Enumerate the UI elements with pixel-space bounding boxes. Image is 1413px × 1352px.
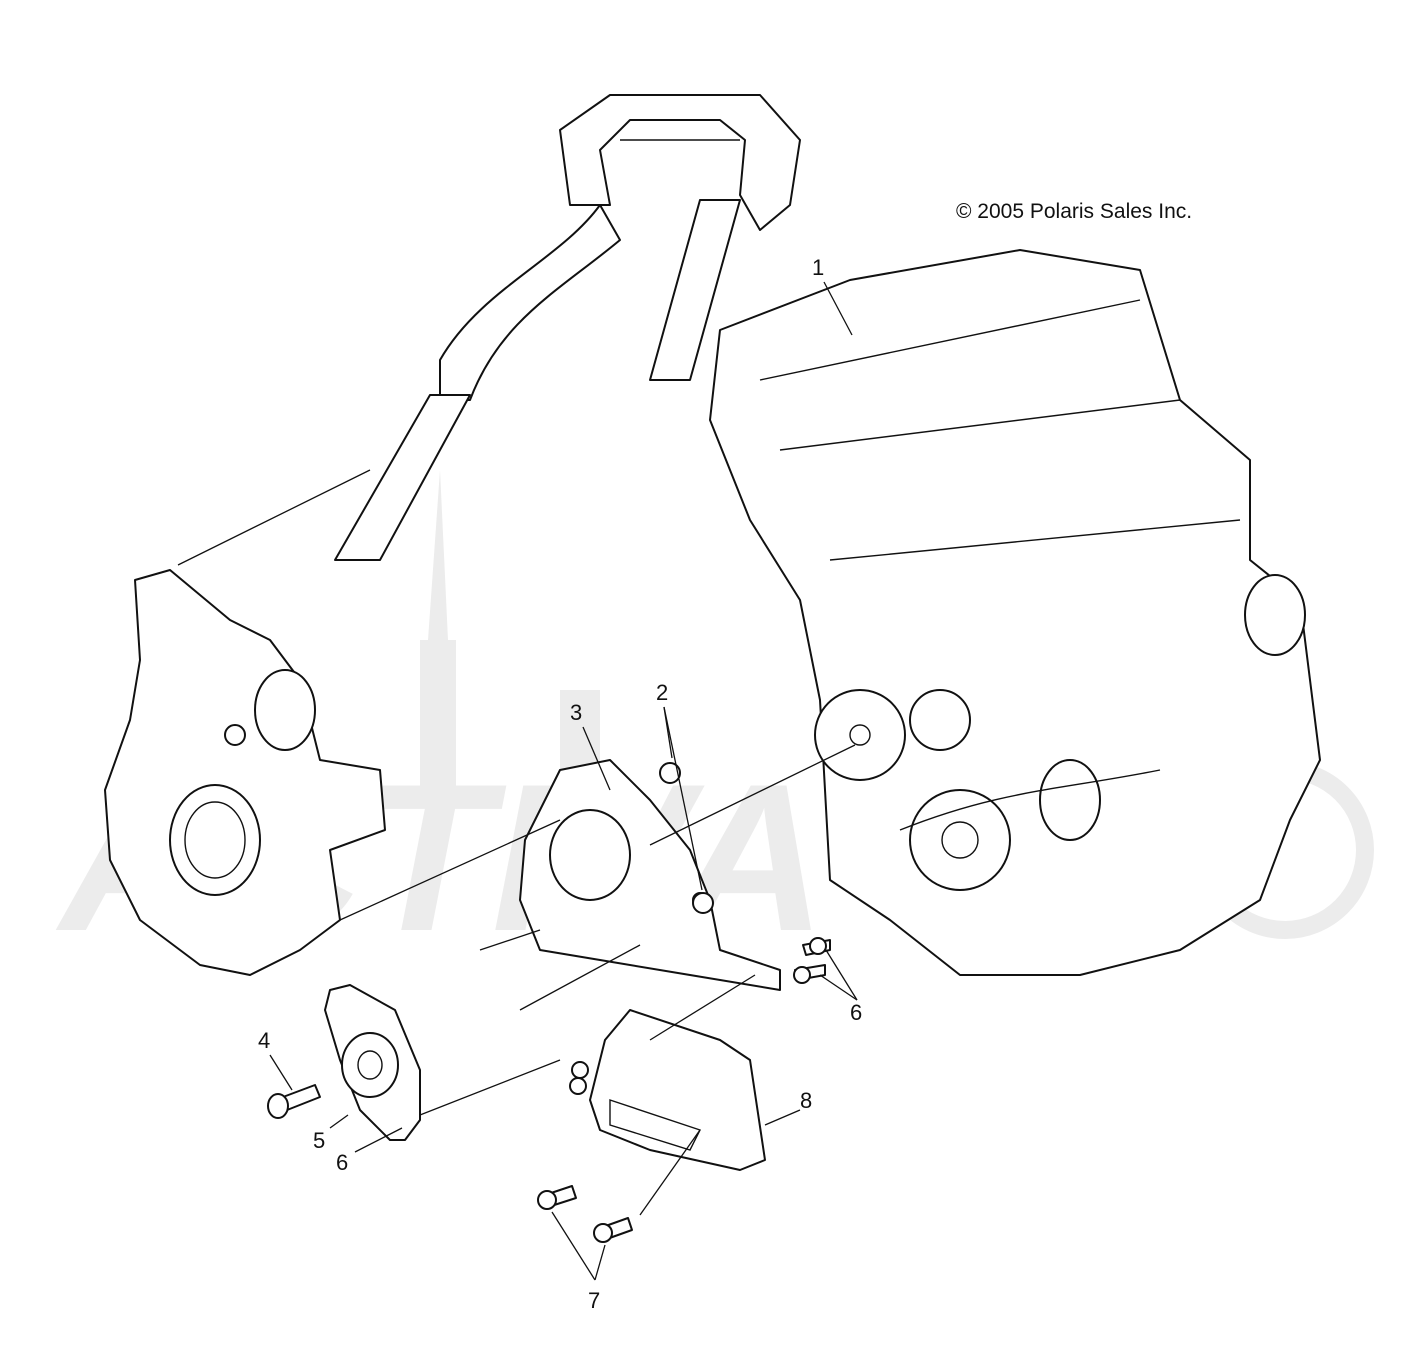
callout-labels: 1 2 3 4 5 6 6 7 8	[258, 255, 862, 1313]
callout-4: 4	[258, 1028, 270, 1053]
callout-6-left: 6	[336, 1150, 348, 1175]
bolts-part-6	[793, 937, 831, 984]
bearing-mount	[324, 984, 421, 1141]
callout-2: 2	[656, 680, 668, 705]
copyright-notice: © 2005 Polaris Sales Inc.	[956, 200, 1193, 223]
callout-1: 1	[812, 255, 824, 280]
bolt-part-4	[267, 1084, 321, 1119]
callout-7: 7	[588, 1288, 600, 1313]
mounting-plate	[519, 759, 781, 991]
frame-support	[334, 94, 801, 561]
bolts-part-7	[537, 1185, 633, 1243]
leader-lines	[177, 281, 858, 1281]
nut-parts	[659, 762, 714, 914]
callout-8: 8	[800, 1088, 812, 1113]
bracket-part-8	[569, 1009, 766, 1171]
callout-6-right: 6	[850, 1000, 862, 1025]
engine-assembly	[709, 249, 1321, 976]
gear-housing-cover	[104, 569, 386, 976]
callout-3: 3	[570, 700, 582, 725]
callout-5: 5	[313, 1128, 325, 1153]
